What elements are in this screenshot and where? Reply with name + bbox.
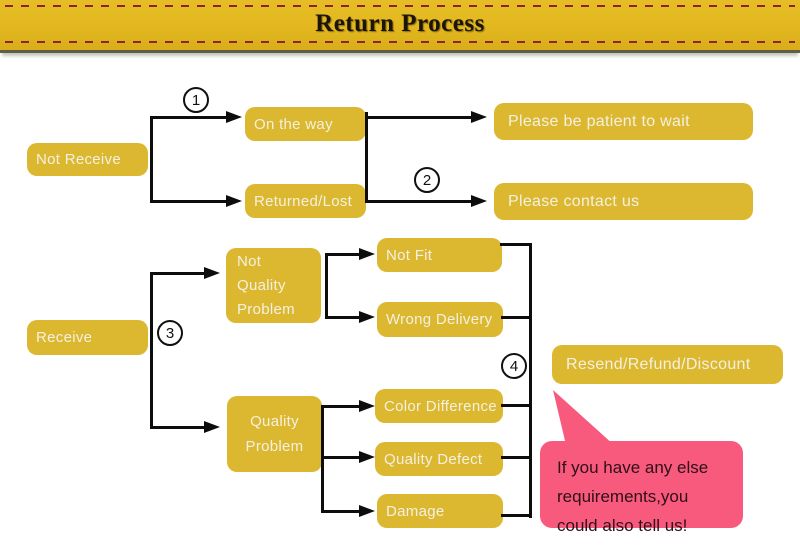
step-circle-2: 2 bbox=[414, 167, 440, 193]
step-circle-3: 3 bbox=[157, 320, 183, 346]
connector-quality-defect-out bbox=[501, 456, 529, 459]
arrow-head-icon bbox=[359, 311, 375, 323]
node-label: Quality Defect bbox=[384, 450, 483, 468]
node-not-quality-problem: Not Quality Problem bbox=[226, 248, 321, 323]
connector-qp-rail bbox=[321, 405, 324, 513]
node-wrong-delivery: Wrong Delivery bbox=[377, 302, 503, 337]
arrow-head-icon bbox=[359, 248, 375, 260]
node-color-difference: Color Difference bbox=[375, 389, 503, 423]
step-number: 3 bbox=[165, 324, 175, 342]
node-not-receive: Not Receive bbox=[27, 143, 148, 176]
node-label: On the way bbox=[254, 115, 333, 133]
connector-to-wrong-delivery bbox=[327, 316, 359, 319]
connector-collector-rail bbox=[529, 243, 532, 518]
arrow-head-icon bbox=[204, 421, 220, 433]
connector-to-quality-defect bbox=[323, 456, 359, 459]
arrow-head-icon bbox=[471, 195, 487, 207]
step-circle-1: 1 bbox=[183, 87, 209, 113]
connector-to-returned-lost bbox=[150, 200, 226, 203]
node-label: Not Fit bbox=[386, 246, 433, 264]
connector-color-difference-out bbox=[501, 404, 529, 407]
connector-to-damage bbox=[323, 510, 359, 513]
node-returned-lost: Returned/Lost bbox=[245, 184, 366, 218]
bubble-text-line: requirements,you bbox=[557, 487, 689, 506]
connector-to-quality-problem bbox=[150, 426, 204, 429]
connector-to-contact-us bbox=[367, 200, 471, 203]
node-label: Wrong Delivery bbox=[386, 311, 493, 328]
node-not-fit: Not Fit bbox=[377, 238, 502, 272]
step-number: 1 bbox=[191, 91, 201, 109]
connector-to-be-patient bbox=[367, 116, 471, 119]
arrow-head-icon bbox=[359, 400, 375, 412]
connector-not-fit-out bbox=[500, 243, 529, 246]
node-label: Not Receive bbox=[36, 151, 122, 168]
node-label: Resend/Refund/Discount bbox=[566, 355, 751, 373]
connector-middle-rail-top bbox=[365, 112, 368, 203]
header-banner: Return Process bbox=[0, 0, 800, 53]
banner-dash-bottom bbox=[5, 41, 795, 43]
connector-damage-out bbox=[501, 514, 529, 517]
node-quality-problem: Quality Problem bbox=[227, 396, 322, 472]
step-number: 2 bbox=[422, 171, 432, 189]
node-label: Please contact us bbox=[508, 192, 640, 210]
node-on-the-way: On the way bbox=[245, 107, 366, 141]
node-label: Please be patient to wait bbox=[508, 112, 690, 130]
connector-nqp-rail bbox=[325, 253, 328, 319]
node-quality-defect: Quality Defect bbox=[375, 442, 503, 476]
node-label: Damage bbox=[386, 502, 445, 520]
node-resend-refund-discount: Resend/Refund/Discount bbox=[552, 345, 783, 384]
node-label: Returned/Lost bbox=[254, 192, 353, 210]
arrow-head-icon bbox=[204, 267, 220, 279]
arrow-head-icon bbox=[226, 111, 242, 123]
step-circle-4: 4 bbox=[501, 353, 527, 379]
node-damage: Damage bbox=[377, 494, 503, 528]
connector-receive-rail bbox=[150, 272, 153, 429]
page-title: Return Process bbox=[315, 10, 485, 37]
node-label: Quality Problem bbox=[245, 413, 304, 455]
node-label: Color Difference bbox=[384, 397, 497, 415]
connector-to-on-the-way bbox=[150, 116, 226, 119]
connector-to-not-quality-problem bbox=[150, 272, 204, 275]
bubble-text-line: could also tell us! bbox=[557, 516, 688, 535]
banner-dash-top bbox=[5, 5, 795, 7]
bubble-text-line: If you have any else bbox=[557, 458, 709, 477]
arrow-head-icon bbox=[359, 505, 375, 517]
node-label: Receive bbox=[36, 329, 93, 346]
speech-bubble-tail bbox=[553, 390, 614, 445]
arrow-head-icon bbox=[226, 195, 242, 207]
connector-to-not-fit bbox=[327, 253, 359, 256]
step-number: 4 bbox=[509, 357, 519, 375]
connector-wrong-delivery-out bbox=[501, 316, 529, 319]
node-be-patient: Please be patient to wait bbox=[494, 103, 753, 140]
node-contact-us: Please contact us bbox=[494, 183, 753, 220]
connector-not-receive-rail bbox=[150, 116, 153, 203]
speech-bubble: If you have any else requirements,you co… bbox=[540, 441, 743, 535]
node-receive: Receive bbox=[27, 320, 148, 355]
arrow-head-icon bbox=[471, 111, 487, 123]
node-label: Not Quality Problem bbox=[237, 252, 295, 318]
arrow-head-icon bbox=[359, 451, 375, 463]
connector-to-color-difference bbox=[323, 405, 359, 408]
